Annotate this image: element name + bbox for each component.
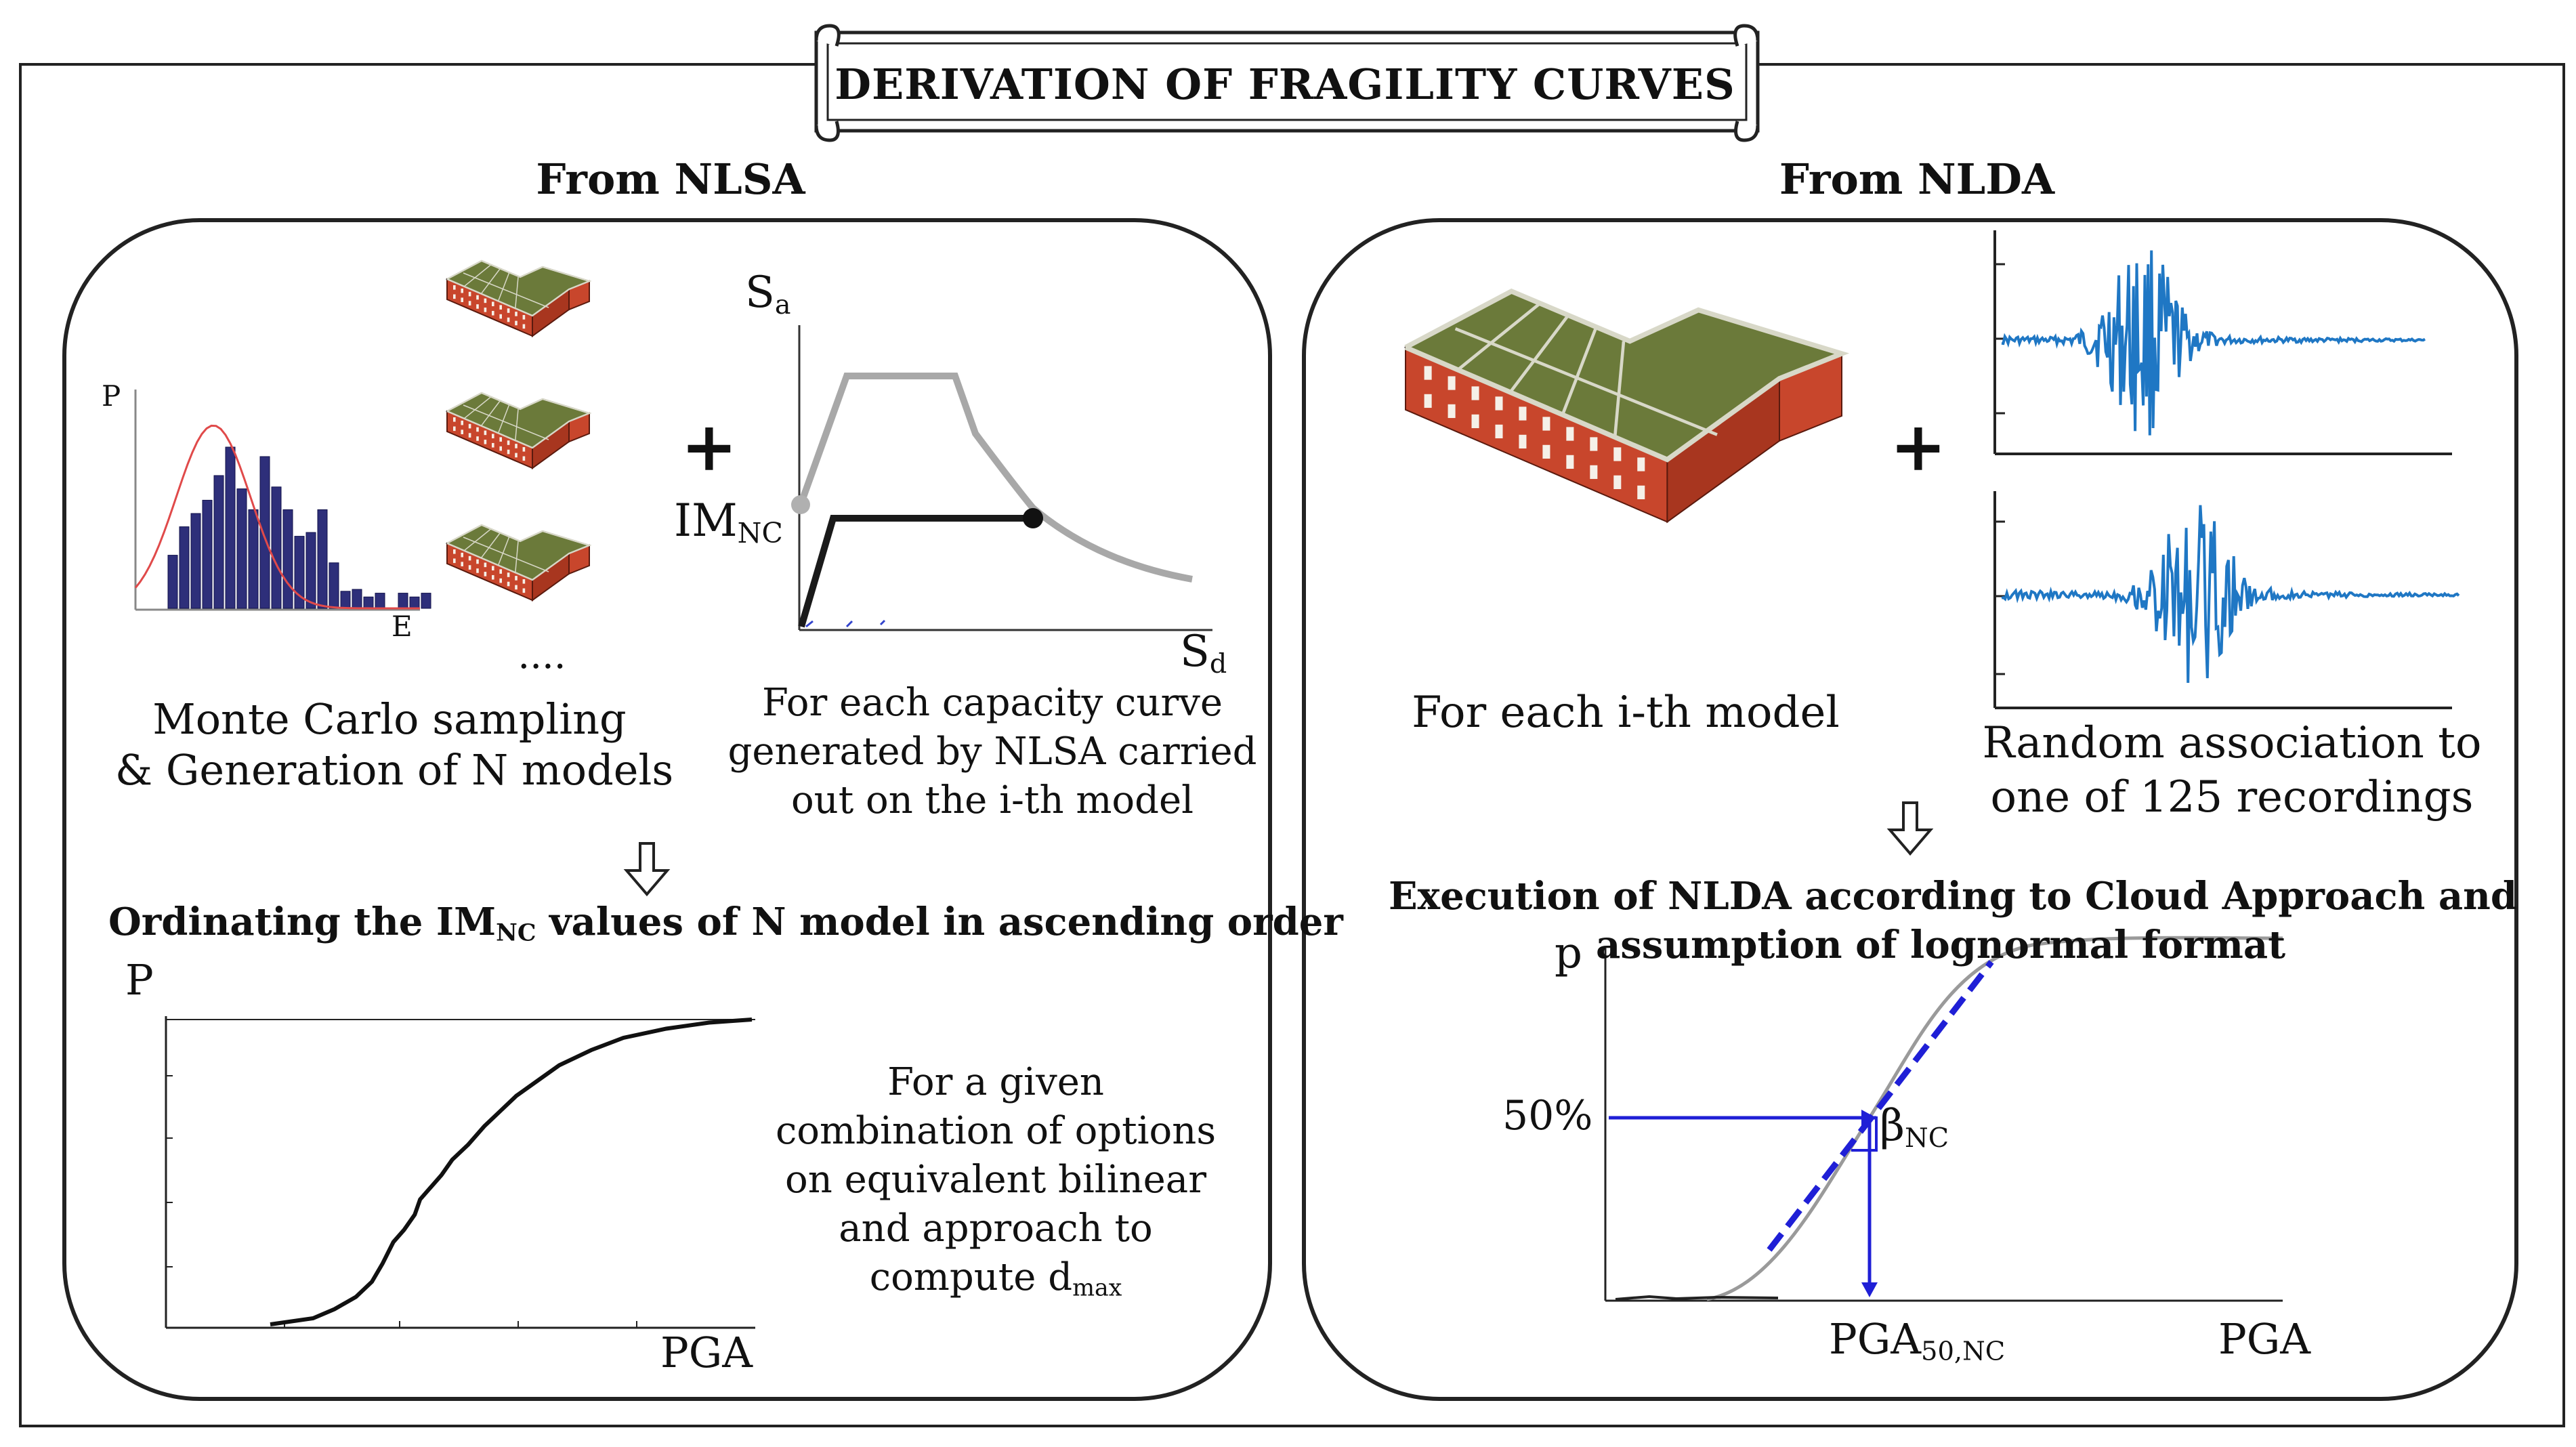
caption-each-model: For each i-th model [1412,688,1840,738]
beta-nc-label: βNC [1880,1101,1949,1154]
note-line3: on equivalent bilinear [785,1158,1206,1202]
building-model-icon [1403,288,1850,524]
left-panel-heading: From NLSA [536,154,805,204]
histogram-bar [213,475,224,609]
caption-monte-carlo-line1: Monte Carlo sampling [152,694,627,744]
note-line1: For a given [887,1060,1104,1104]
caption-recordings-line1: Random association to [1982,718,2482,768]
execution-caption-line1: Execution of NLDA according to Cloud App… [1389,874,2517,919]
plus-icon: + [1890,406,1947,486]
histogram-bar [202,499,213,609]
histogram-bar [398,593,408,609]
slope-marker [1851,1116,1878,1152]
histogram-bar [329,562,339,609]
lognormal-fragility-curve [1706,936,2283,1301]
histogram-bar [271,486,282,609]
fragility-ylabel: p [1555,928,1582,978]
capacity-xlabel: Sd [1180,627,1227,679]
capacity-ylabel: Sa [745,268,791,320]
down-arrow-icon [1886,801,1934,856]
histogram-bar [179,526,190,609]
histogram-bar [352,589,362,609]
building-model-icon [445,259,592,337]
cdf-xlabel: PGA [660,1328,753,1377]
page-title: DERIVATION OF FRAGILITY CURVES [835,60,1735,109]
histogram-bar [190,513,201,609]
title-banner [814,24,1760,142]
cdf-curve [270,1018,753,1326]
performance-point [1023,508,1043,528]
down-arrow-icon [623,842,671,897]
building-model-icon [445,392,592,469]
right-panel-heading: From NLDA [1779,154,2055,204]
histogram-bar [167,555,178,609]
capacity-curve-plot [791,325,1212,631]
right-panel-frame [1302,218,2518,1401]
caption-capacity-line2: generated by NLSA carried [727,730,1257,774]
histogram-ylabel: P [102,379,121,413]
cdf-plot [165,1016,755,1329]
histogram-xlabel: E [392,610,413,643]
tangent-line [1767,960,1994,1252]
histogram-bar [294,536,305,609]
histogram-bar [375,593,385,609]
histogram-bar [305,532,316,609]
ellipsis-dots: .... [518,633,566,677]
spectrum-curve [797,373,1193,583]
plus-icon: + [681,406,738,486]
note-line4: and approach to [839,1207,1153,1251]
histogram-bars [167,446,431,609]
ordering-caption: Ordinating the IMNC values of N model in… [108,900,1343,947]
histogram-bar [225,446,236,609]
histogram-bar [248,509,259,609]
histogram-bar [317,509,328,609]
fragility-xlabel: PGA [2218,1314,2311,1364]
histogram-pdf-curve [134,424,420,610]
histogram-bar [282,509,293,609]
im-nc-point [791,495,810,514]
note-line2: combination of options [775,1109,1217,1153]
acceleration-signal [2001,250,2426,436]
cdf-ylabel: P [125,955,154,1005]
seismic-record-1 [1993,230,2452,455]
caption-capacity-line3: out on the i-th model [790,778,1194,822]
building-model-icon [445,524,592,602]
histogram-chart [134,390,431,611]
histogram-bar [421,593,431,609]
fifty-percent-label: 50% [1502,1092,1593,1139]
histogram-bar [409,596,420,609]
histogram-bar [259,456,270,609]
seismic-record-2 [1993,491,2460,709]
caption-recordings-line2: one of 125 recordings [1990,772,2474,822]
histogram-bar [236,488,247,609]
im-nc-label: IMNC [674,495,783,550]
median-pga-label: PGA50,NC [1829,1314,2006,1367]
caption-monte-carlo-line2: & Generation of N models [115,745,674,795]
left-panel-frame [62,218,1272,1401]
note-line5: compute dmax [869,1255,1122,1302]
histogram-bar [363,596,374,609]
histogram-bar [340,591,351,609]
fragility-plot [1604,936,2283,1302]
execution-caption-line2: assumption of lognormal format [1595,923,2286,967]
caption-capacity-line1: For each capacity curve [761,681,1223,725]
bilinear-capacity-curve [798,515,1033,628]
acceleration-signal [2001,505,2460,684]
